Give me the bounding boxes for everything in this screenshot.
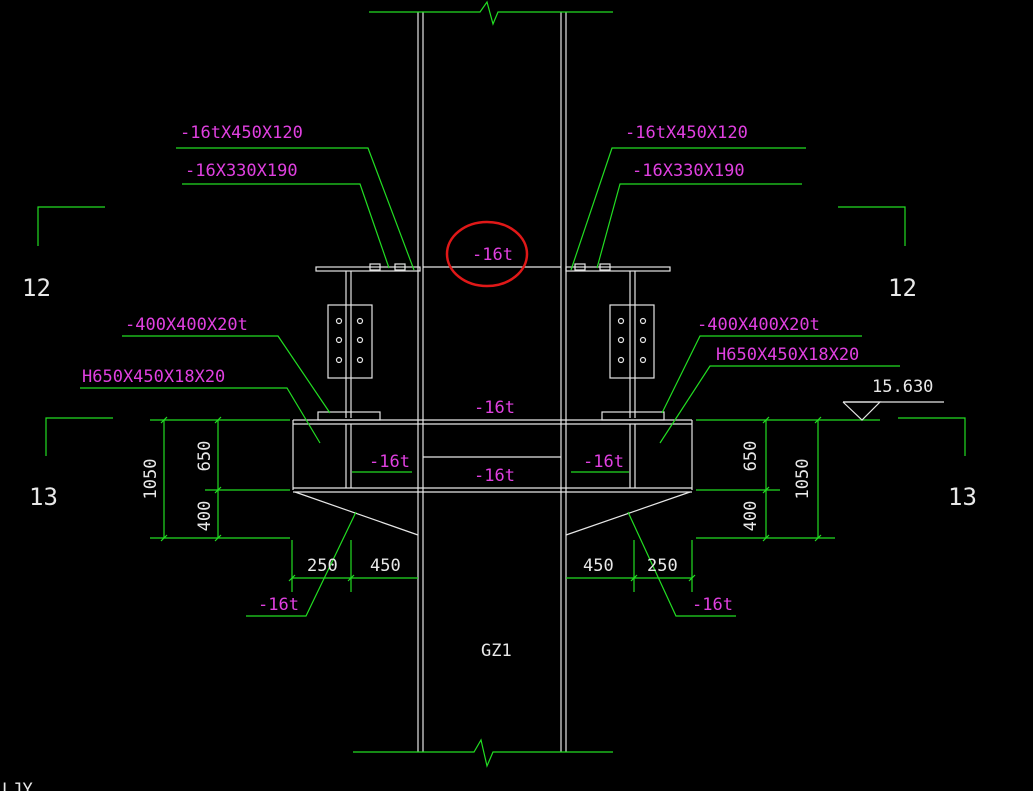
- label-mid-right-2: H650X450X18X20: [716, 345, 859, 365]
- dim-right-total: 1050: [793, 459, 813, 500]
- highlight-circle: [445, 220, 529, 288]
- label-center-2: -16t: [474, 466, 515, 486]
- dim-right-h2: 250: [647, 556, 678, 576]
- dim-left-h2: 450: [370, 556, 401, 576]
- section-mark-right-bottom: 13: [948, 483, 977, 511]
- section-marks: [37, 206, 966, 456]
- dim-right-lower: 400: [741, 501, 761, 532]
- dim-right-h1: 450: [583, 556, 614, 576]
- top-flange-plate: [315, 263, 671, 272]
- elevation-marker: [842, 401, 944, 421]
- label-elevation: 15.630: [872, 377, 933, 397]
- dims-right: [566, 416, 880, 592]
- label-column: GZ1: [481, 641, 512, 661]
- dim-left-h1: 250: [307, 556, 338, 576]
- beam-webs: [345, 271, 636, 418]
- break-line-bottom: [353, 738, 613, 768]
- label-top-right-1: -16tX450X120: [625, 123, 748, 143]
- label-mid-left-2: H650X450X18X20: [82, 367, 225, 387]
- label-bottom-left: -16t: [258, 595, 299, 615]
- label-top-left-2: -16X330X190: [185, 161, 298, 181]
- h-beam-box: [292, 411, 693, 493]
- label-stiffener-right: -16t: [583, 452, 624, 472]
- splice-plate-left: [327, 304, 373, 379]
- dim-left-lower: 400: [195, 501, 215, 532]
- label-top-left-1: -16tX450X120: [180, 123, 303, 143]
- dim-right-upper: 650: [741, 441, 761, 472]
- dims-left: [150, 416, 418, 592]
- label-circled-plate: -16t: [472, 245, 513, 265]
- section-mark-left-bottom: 13: [29, 483, 58, 511]
- splice-plate-right: [609, 304, 655, 379]
- label-stiffener-left: -16t: [369, 452, 410, 472]
- label-mid-left-1: -400X400X20t: [125, 315, 248, 335]
- label-top-right-2: -16X330X190: [632, 161, 745, 181]
- label-mid-right-1: -400X400X20t: [697, 315, 820, 335]
- break-line-top: [369, 0, 613, 26]
- label-bottom-right: -16t: [692, 595, 733, 615]
- label-center-1: -16t: [474, 398, 515, 418]
- leaders: [80, 147, 900, 617]
- label-corner: LJY: [2, 780, 33, 791]
- haunch: [294, 491, 691, 536]
- column-gz1: [417, 12, 567, 752]
- dim-left-total: 1050: [141, 459, 161, 500]
- dim-left-upper: 650: [195, 441, 215, 472]
- section-mark-left-top: 12: [22, 274, 51, 302]
- section-mark-right-top: 12: [888, 274, 917, 302]
